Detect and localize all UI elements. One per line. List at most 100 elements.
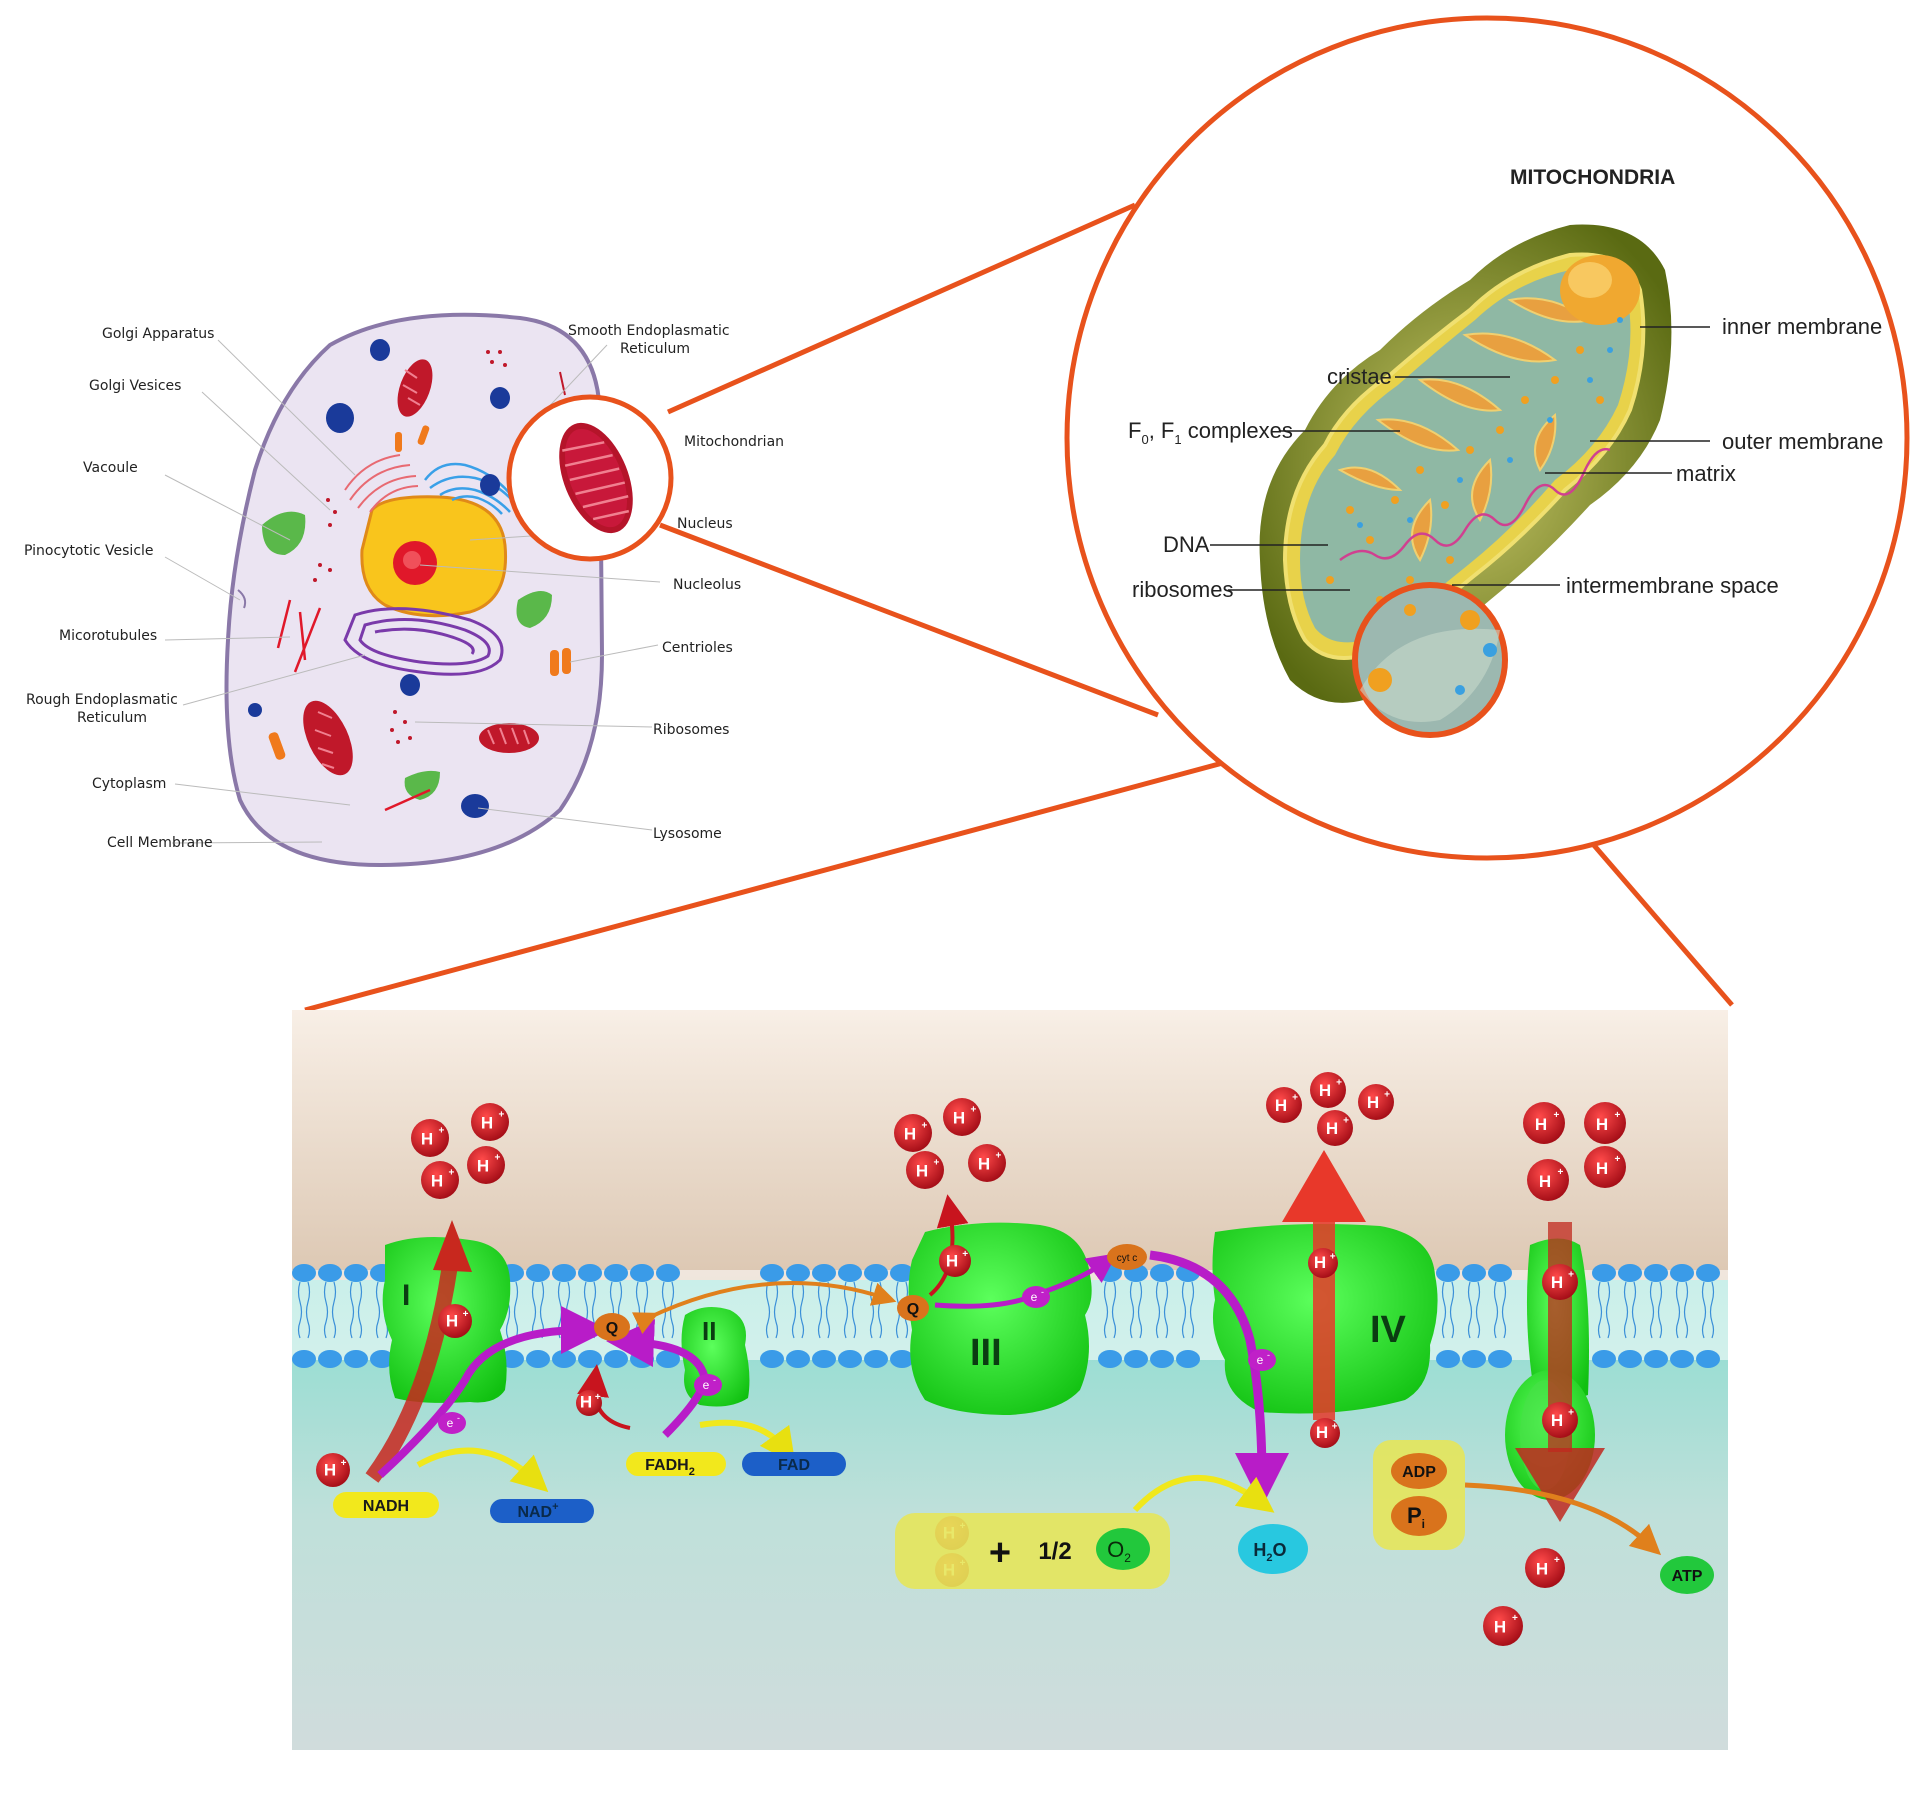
proton-h-plus: H+ xyxy=(467,1146,505,1184)
proton-h-letter: H xyxy=(1326,1119,1338,1138)
oxygen-reaction-box: + 1/2 O2 xyxy=(895,1513,1170,1589)
phosphate-molecule xyxy=(1391,1496,1447,1536)
label-golgi-vesices: Golgi Vesices xyxy=(89,378,181,394)
cytochrome-c: cyt c xyxy=(1107,1244,1147,1270)
proton-charge: + xyxy=(463,1309,469,1320)
proton-charge: + xyxy=(1568,1270,1574,1281)
proton-charge: + xyxy=(1614,1154,1620,1165)
proton-h-letter: H xyxy=(1314,1253,1326,1272)
half-coefficient: 1/2 xyxy=(1038,1538,1071,1565)
proton-h-letter: H xyxy=(324,1461,336,1480)
label-rough-er-line1: Rough Endoplasmatic xyxy=(26,692,178,708)
proton-charge: + xyxy=(595,1392,601,1403)
svg-text:Q: Q xyxy=(606,1320,618,1337)
proton-h-plus: H+ xyxy=(316,1453,350,1487)
proton-charge: + xyxy=(1568,1408,1574,1419)
proton-h-letter: H xyxy=(1596,1115,1608,1134)
proton-h-plus: H+ xyxy=(968,1144,1006,1182)
label-micorotubules: Micorotubules xyxy=(59,628,157,644)
smooth-er xyxy=(424,462,518,515)
complex-I-label: I xyxy=(402,1279,410,1312)
label-rough-er-line2: Reticulum xyxy=(77,710,147,726)
proton-charge: + xyxy=(1336,1078,1342,1089)
svg-text:FADH2: FADH2 xyxy=(645,1457,695,1478)
proton-h-plus: H+ xyxy=(1527,1159,1569,1201)
water-molecule: H2O xyxy=(1238,1524,1308,1574)
proton-h-plus: H+ xyxy=(1542,1264,1578,1300)
label-intermembrane-space: intermembrane space xyxy=(1566,573,1779,598)
label-outer-membrane: outer membrane xyxy=(1722,429,1883,454)
proton-charge: + xyxy=(495,1152,501,1163)
proton-h-letter: H xyxy=(1367,1093,1379,1112)
ubiquinone-q-right: Q xyxy=(897,1295,929,1321)
label-golgi-apparatus: Golgi Apparatus xyxy=(102,326,214,342)
proton-h-letter: H xyxy=(421,1129,433,1148)
electron-e-minus: e- xyxy=(438,1412,466,1434)
proton-charge: + xyxy=(996,1150,1002,1161)
proton-h-letter: H xyxy=(481,1113,493,1132)
ubiquinone-q-left: Q xyxy=(594,1313,630,1341)
svg-text:Q: Q xyxy=(907,1301,919,1318)
proton-h-letter: H xyxy=(916,1161,928,1180)
proton-h-plus: H+ xyxy=(906,1151,944,1189)
electron-letter: e xyxy=(447,1416,454,1430)
label-pinocytotic-vesicle: Pinocytotic Vesicle xyxy=(24,543,154,559)
proton-h-letter: H xyxy=(953,1108,965,1127)
label-smooth-er-line1: Smooth Endoplasmatic xyxy=(568,323,730,339)
proton-h-plus: H+ xyxy=(1525,1548,1565,1588)
plus-sign: + xyxy=(989,1532,1011,1574)
electron-charge: - xyxy=(1041,1287,1044,1297)
fad-pill: FAD xyxy=(742,1452,846,1476)
proton-h-plus: H+ xyxy=(1310,1418,1340,1448)
label-matrix: matrix xyxy=(1676,461,1736,486)
proton-charge: + xyxy=(1332,1421,1338,1432)
cell-leader-lines xyxy=(164,339,661,844)
svg-text:H2O: H2O xyxy=(1253,1540,1286,1564)
label-smooth-er-line2: Reticulum xyxy=(620,341,690,357)
atp-molecule: ATP xyxy=(1660,1556,1714,1594)
proton-charge: + xyxy=(934,1157,940,1168)
mito-illustration xyxy=(1259,224,1672,738)
proton-h-plus: H+ xyxy=(1584,1102,1626,1144)
proton-charge: + xyxy=(1614,1110,1620,1121)
electrons: e-e-e-e- xyxy=(438,1286,1276,1434)
label-lysosome: Lysosome xyxy=(653,826,722,842)
proton-charge: + xyxy=(499,1109,505,1120)
proton-h-plus: H+ xyxy=(1584,1146,1626,1188)
label-ribosomes: Ribosomes xyxy=(653,722,729,738)
proton-charge: + xyxy=(971,1104,977,1115)
proton-h-letter: H xyxy=(1539,1172,1551,1191)
electron-charge: - xyxy=(1267,1350,1270,1360)
cell-zoom-circle xyxy=(506,394,674,562)
proton-charge: + xyxy=(1343,1116,1349,1127)
proton-charge: + xyxy=(1512,1613,1518,1624)
proton-h-plus: H+ xyxy=(943,1098,981,1136)
label-dna: DNA xyxy=(1163,532,1210,557)
proton-h-plus: H+ xyxy=(438,1304,472,1338)
electron-e-minus: e- xyxy=(1022,1286,1050,1308)
complex-III xyxy=(908,1222,1092,1415)
svg-text:cyt c: cyt c xyxy=(1117,1253,1138,1264)
label-mito-ribosomes: ribosomes xyxy=(1132,577,1233,602)
proton-h-plus: H+ xyxy=(411,1119,449,1157)
label-mitochondrian: Mitochondrian xyxy=(684,434,784,450)
adp-pi-box: ADP Pi xyxy=(1373,1440,1465,1550)
proton-h-plus: H+ xyxy=(1483,1606,1523,1646)
label-cell-membrane: Cell Membrane xyxy=(107,835,213,851)
proton-charge: + xyxy=(962,1249,968,1260)
proton-h-plus: H+ xyxy=(471,1103,509,1141)
label-nucleolus: Nucleolus xyxy=(673,577,741,593)
nadh-pill: NADH xyxy=(333,1492,439,1518)
proton-h-letter: H xyxy=(1275,1096,1287,1115)
proton-h-letter: H xyxy=(904,1124,916,1143)
proton-charge: + xyxy=(1557,1167,1563,1178)
proton-h-letter: H xyxy=(1535,1115,1547,1134)
label-vacoule: Vacoule xyxy=(83,460,138,476)
proton-h-letter: H xyxy=(946,1251,958,1270)
complex-IV-label: IV xyxy=(1370,1309,1407,1351)
proton-h-letter: H xyxy=(1551,1411,1563,1430)
proton-charge: + xyxy=(922,1120,928,1131)
proton-charge: + xyxy=(341,1458,347,1469)
proton-h-plus: H+ xyxy=(576,1390,602,1416)
